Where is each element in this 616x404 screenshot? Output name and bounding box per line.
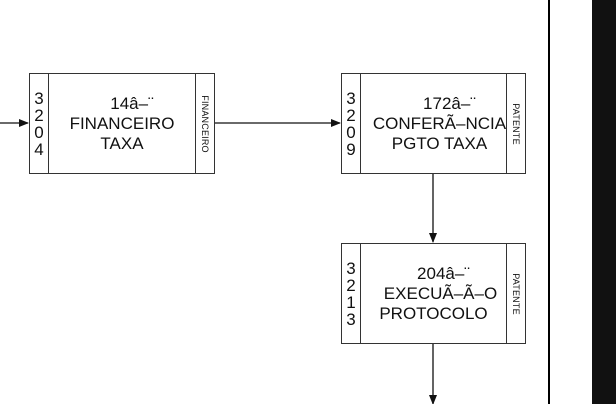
node-title-line: CONFERÃ–NCIA xyxy=(372,113,507,133)
node-id-digit: 3 xyxy=(346,258,356,278)
node-title-line: EXECUÃ–Ã–O xyxy=(383,283,498,303)
node-body: 172â–¨ CONFERÃ–NCIA PGTO TAXA xyxy=(360,74,519,173)
node-title-line: TAXA xyxy=(100,133,144,153)
lane-label: PATENTE xyxy=(511,102,521,145)
node-id-digit: 9 xyxy=(346,139,356,159)
node-id-digit: 4 xyxy=(34,139,44,159)
node-id-column: 3 2 0 9 xyxy=(342,74,361,173)
node-title-line: PGTO TAXA xyxy=(391,133,488,153)
lane-column: FINANCEIRO xyxy=(195,74,214,173)
node-title-line: PROTOCOLO xyxy=(379,303,488,323)
node-body: 204â–¨ EXECUÃ–Ã–O PROTOCOLO xyxy=(360,244,507,343)
node-id-column: 3 2 0 4 xyxy=(30,74,49,173)
node-body: 14â–¨ FINANCEIRO TAXA xyxy=(48,74,196,173)
swimlane-boundary xyxy=(548,0,550,404)
node-id-digit: 0 xyxy=(346,122,356,142)
node-id-digit: 1 xyxy=(346,292,356,312)
node-id-digit: 3 xyxy=(346,88,356,108)
node-id-digit: 2 xyxy=(34,105,44,125)
process-node-3209[interactable]: 3 2 0 9 172â–¨ CONFERÃ–NCIA PGTO TAXA PA… xyxy=(341,73,526,174)
node-id-column: 3 2 1 3 xyxy=(342,244,361,343)
process-node-3204[interactable]: 3 2 0 4 14â–¨ FINANCEIRO TAXA FINANCEIRO xyxy=(29,73,215,174)
node-code: 14â–¨ xyxy=(110,93,154,113)
node-title-line: FINANCEIRO xyxy=(69,113,175,133)
lane-label: FINANCEIRO xyxy=(200,94,210,153)
node-code: 204â–¨ xyxy=(417,263,470,283)
node-id-digit: 2 xyxy=(346,105,356,125)
lane-column: PATENTE xyxy=(506,74,525,173)
process-node-3213[interactable]: 3 2 1 3 204â–¨ EXECUÃ–Ã–O PROTOCOLO PATE… xyxy=(341,243,526,344)
node-id-digit: 3 xyxy=(34,88,44,108)
node-id-digit: 2 xyxy=(346,275,356,295)
lane-column: PATENTE xyxy=(506,244,525,343)
node-code: 172â–¨ xyxy=(423,93,476,113)
dark-side-panel xyxy=(592,0,616,404)
node-id-digit: 3 xyxy=(346,309,356,329)
node-id-digit: 0 xyxy=(34,122,44,142)
lane-label: PATENTE xyxy=(511,272,521,315)
